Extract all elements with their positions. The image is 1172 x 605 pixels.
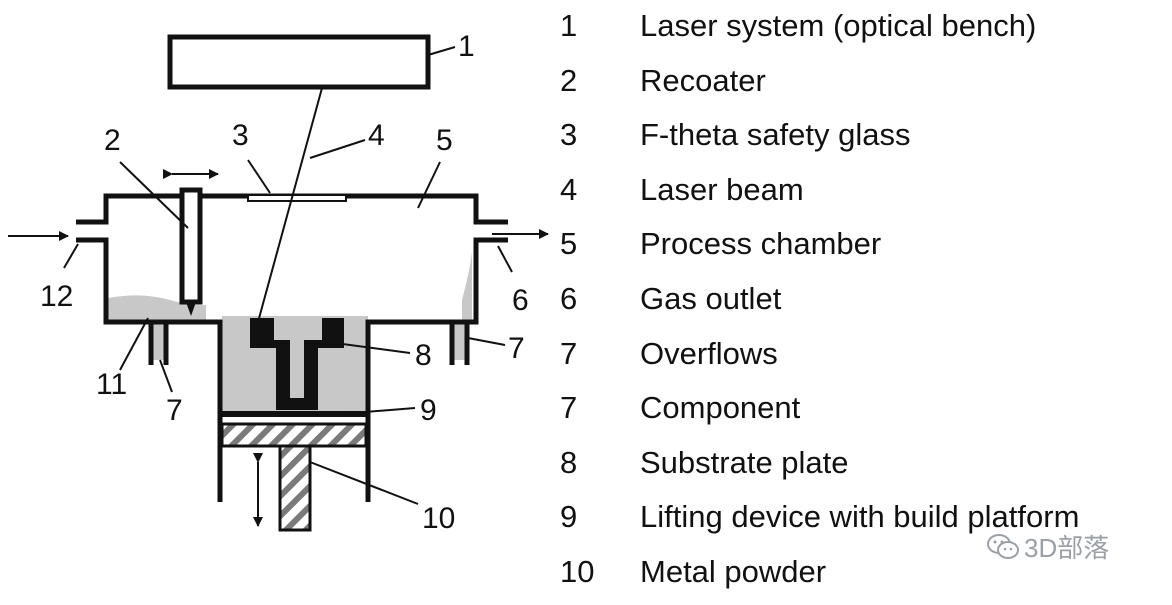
callout-1: 1 bbox=[458, 30, 475, 63]
legend-label: Gas outlet bbox=[640, 280, 782, 316]
leader-lines bbox=[63, 46, 513, 505]
callout-9: 9 bbox=[420, 394, 437, 427]
watermark-text: 3D部落 bbox=[1024, 533, 1110, 563]
legend-number: 8 bbox=[560, 444, 578, 480]
recoater-tip bbox=[186, 302, 196, 316]
legend-number: 6 bbox=[560, 280, 578, 316]
legend-label: Substrate plate bbox=[640, 444, 849, 480]
callout-4: 4 bbox=[368, 119, 385, 152]
legend-number: 7 bbox=[560, 390, 578, 426]
callout-5: 5 bbox=[436, 124, 453, 157]
laser-beam bbox=[257, 87, 323, 323]
slm-machine-diagram: 1 2 3 4 5 6 7 8 9 10 11 12 7 bbox=[8, 30, 549, 535]
build-platform bbox=[220, 422, 368, 448]
legend-number: 1 bbox=[560, 8, 578, 43]
callout-7-left: 7 bbox=[166, 394, 183, 427]
legend-number: 4 bbox=[560, 171, 578, 207]
legend-label: Overflows bbox=[640, 335, 778, 371]
legend-item: 10 Metal powder bbox=[560, 550, 1172, 605]
legend-label: Process chamber bbox=[640, 226, 882, 262]
laser-system-box bbox=[167, 34, 431, 90]
legend-item: 7 Overflows bbox=[560, 332, 1172, 387]
recoater bbox=[179, 187, 203, 305]
watermark: 3D部落 bbox=[986, 528, 1109, 565]
wechat-icon bbox=[987, 533, 1019, 559]
legend-label: Laser system (optical bench) bbox=[640, 8, 1037, 43]
legend-item: 1 Laser system (optical bench) bbox=[560, 4, 1172, 59]
powder-left bbox=[108, 295, 206, 320]
f-theta-glass bbox=[247, 194, 347, 202]
callout-8: 8 bbox=[415, 339, 432, 372]
legend-label: F-theta safety glass bbox=[640, 117, 911, 153]
overflow-right-powder bbox=[452, 320, 466, 360]
component bbox=[250, 318, 344, 410]
legend-number: 3 bbox=[560, 117, 578, 153]
callout-10: 10 bbox=[422, 502, 455, 535]
legend-item: 2 Recoater bbox=[560, 59, 1172, 114]
legend-label: Metal powder bbox=[640, 553, 827, 589]
callout-6: 6 bbox=[512, 284, 529, 317]
callout-3: 3 bbox=[232, 119, 249, 152]
overflow-right bbox=[449, 322, 470, 365]
legend-number: 7 bbox=[560, 335, 578, 371]
powder-right-edge bbox=[462, 252, 472, 320]
legend-item: 6 Gas outlet bbox=[560, 277, 1172, 332]
legend-number: 10 bbox=[560, 553, 595, 589]
legend-item: 9 Lifting device with build platform bbox=[560, 495, 1172, 550]
callout-2: 2 bbox=[104, 124, 121, 157]
legend-item: 8 Substrate plate bbox=[560, 441, 1172, 496]
legend-item: 5 Process chamber bbox=[560, 222, 1172, 277]
legend-number: 9 bbox=[560, 499, 578, 535]
legend-label: Laser beam bbox=[640, 171, 804, 207]
legend-number: 2 bbox=[560, 62, 578, 98]
callout-12: 12 bbox=[40, 280, 73, 313]
legend-label: Component bbox=[640, 390, 801, 426]
overflow-left bbox=[148, 322, 169, 365]
legend-label: Recoater bbox=[640, 62, 766, 98]
legend-number: 5 bbox=[560, 226, 578, 262]
legend-label: Lifting device with build platform bbox=[640, 499, 1080, 535]
component-core bbox=[290, 346, 304, 398]
lifting-device bbox=[278, 444, 312, 532]
legend-item: 7 Component bbox=[560, 386, 1172, 441]
legend-item: 4 Laser beam bbox=[560, 168, 1172, 223]
overflow-left-powder bbox=[151, 320, 165, 360]
callout-7-right: 7 bbox=[508, 332, 525, 365]
callout-11: 11 bbox=[96, 368, 127, 401]
legend-item: 3 F-theta safety glass bbox=[560, 113, 1172, 168]
